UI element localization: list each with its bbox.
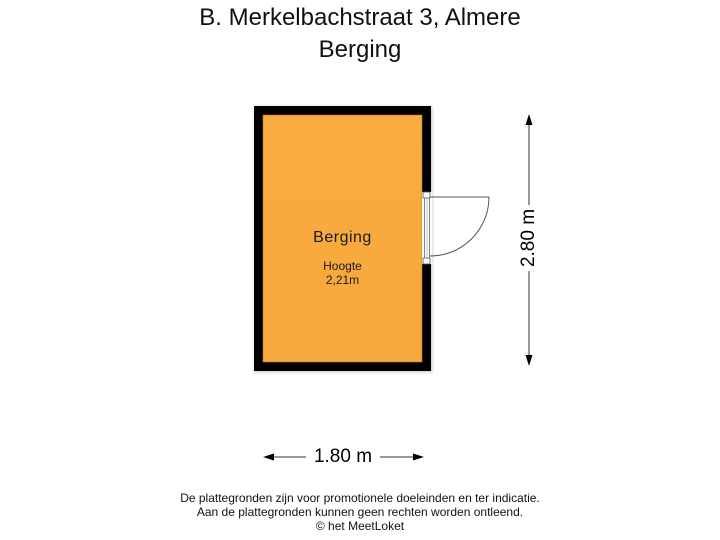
copyright-line: © het MeetLoket [315, 519, 405, 533]
page-title-address: B. Merkelbachstraat 3, Almere [199, 4, 521, 31]
disclaimer-line-2: Aan de plattegronden kunnen geen rechten… [196, 505, 524, 519]
room-height-label: Hoogte [323, 259, 362, 273]
page-title-floor: Berging [318, 36, 402, 63]
room-height-value: 2,21m [325, 273, 360, 287]
disclaimer-line-1: De plattegronden zijn voor promotionele … [180, 491, 540, 505]
dimension-depth-label: 2.80 m [518, 204, 540, 272]
dimension-width-label: 1.80 m [306, 446, 380, 468]
door [422, 191, 490, 265]
room-name-label: Berging [313, 229, 372, 246]
